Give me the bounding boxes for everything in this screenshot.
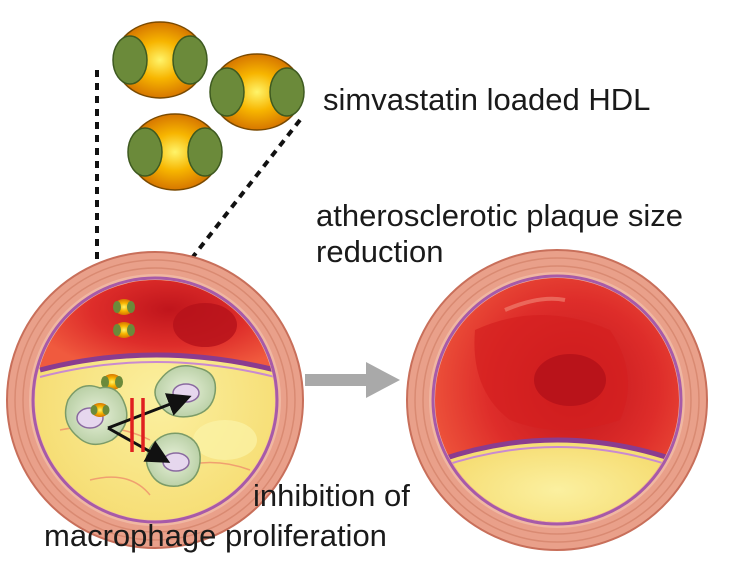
hdl-particle-icon (113, 322, 135, 338)
artery-right (406, 249, 708, 551)
macrophage-cell-icon (145, 432, 201, 487)
artery-left (6, 251, 304, 549)
inhibition-label-line2: macrophage proliferation (44, 518, 387, 553)
right-arrow-icon (305, 362, 400, 398)
inhibition-bars (130, 398, 145, 452)
hdl-particle-icon (101, 374, 123, 390)
plaque-reduction-label-line1: atherosclerotic plaque size (316, 198, 684, 233)
hdl-particle-icon (127, 113, 223, 191)
hdl-label: simvastatin loaded HDL (323, 82, 651, 117)
hdl-particle-icon (113, 299, 135, 315)
plaque-reduction-label-line2: reduction (316, 234, 444, 269)
hdl-particle-icon (112, 21, 208, 99)
inhibition-label-line1: inhibition of (253, 478, 410, 513)
hdl-particle-icon (209, 53, 305, 131)
